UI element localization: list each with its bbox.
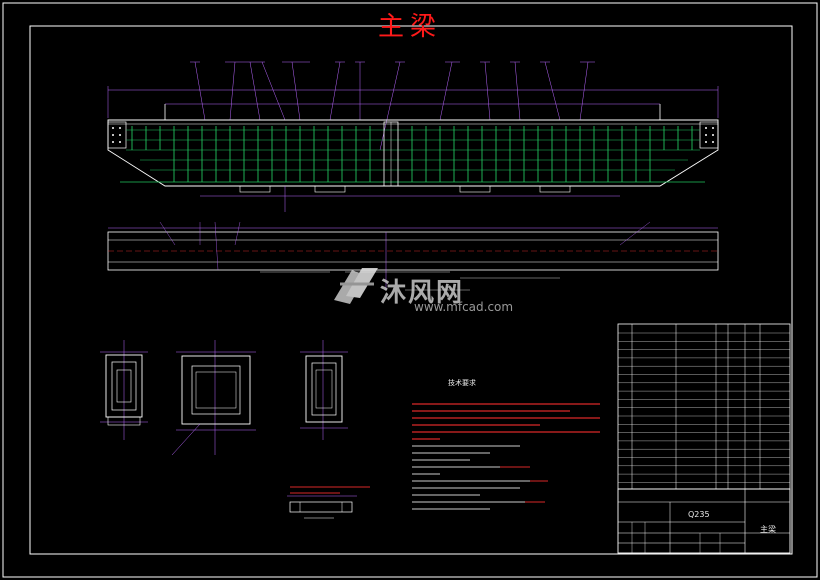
tech-requirements-block bbox=[290, 403, 600, 510]
watermark-logo bbox=[334, 268, 378, 304]
section-view-3 bbox=[300, 340, 348, 440]
detail-view bbox=[287, 495, 357, 519]
watermark-url: www.mfcad.com bbox=[414, 300, 514, 314]
inner-frame bbox=[29, 25, 793, 555]
parts-list-table bbox=[617, 323, 791, 490]
section-view-1 bbox=[100, 340, 148, 440]
title-block-part-name: 主梁 bbox=[760, 525, 776, 534]
girder-elevation-view bbox=[107, 61, 719, 212]
watermark-brand: 沐风网 bbox=[380, 278, 465, 308]
girder-plan-view bbox=[107, 221, 719, 291]
drawing-title: 主梁 bbox=[377, 12, 442, 42]
title-block bbox=[617, 488, 791, 554]
section-view-2 bbox=[171, 340, 256, 456]
title-block-material: Q235 bbox=[688, 510, 710, 519]
tech-requirements-title: 技术要求 bbox=[448, 379, 476, 387]
